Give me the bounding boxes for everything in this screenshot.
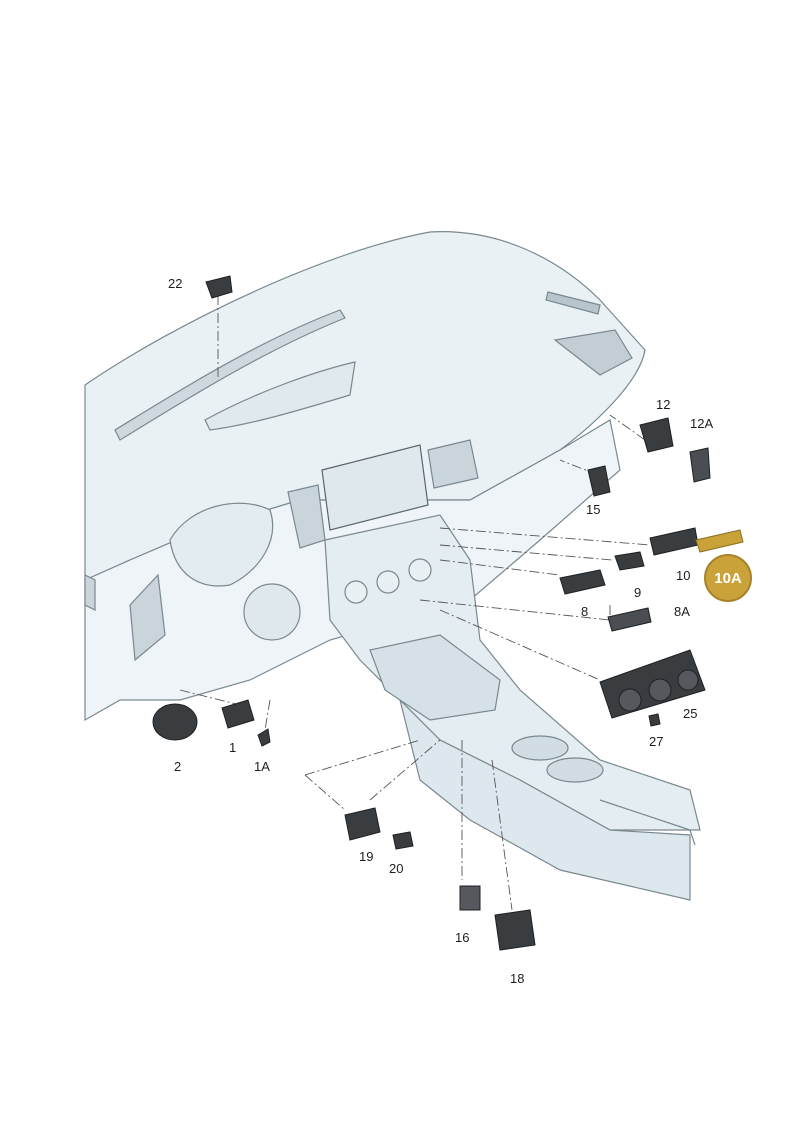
part-10a: [695, 529, 744, 553]
callout-22: 22: [168, 276, 183, 291]
callout-9: 9: [634, 585, 642, 600]
center-vent-right: [427, 439, 479, 489]
callout-8a: 8A: [674, 604, 690, 619]
part-27: [648, 713, 661, 727]
part-8a: [607, 607, 652, 632]
callout-19: 19: [359, 849, 374, 864]
center-vent-left: [287, 484, 326, 549]
dashboard-illustration: [84, 231, 701, 901]
climate-knob-right: [408, 558, 432, 582]
part-25-knob-1: [618, 688, 642, 712]
part-20: [392, 831, 414, 850]
callout-10: 10: [676, 568, 691, 583]
callout-12a: 12A: [690, 416, 714, 431]
callout-25: 25: [683, 706, 698, 721]
callout-10a-highlight: 10A: [704, 554, 752, 602]
callout-16: 16: [455, 930, 470, 945]
part-8: [559, 569, 606, 595]
front-console-edge: [599, 799, 696, 846]
callout-20: 20: [389, 861, 404, 876]
right-vent-upper: [545, 291, 601, 315]
callout-1: 1: [229, 740, 237, 755]
part-9: [614, 551, 645, 571]
part-19: [344, 807, 381, 841]
part-12: [639, 417, 674, 453]
callout-1a: 1A: [254, 759, 270, 774]
steering-column: [243, 583, 301, 641]
callout-18: 18: [510, 971, 525, 986]
climate-knob-mid: [376, 570, 400, 594]
gear-selector-area: [369, 634, 501, 721]
part-12a: [689, 447, 711, 483]
climate-knob-left: [344, 580, 368, 604]
cup-holder-2: [546, 757, 604, 783]
part-25-knob-2: [648, 678, 672, 702]
callout-8: 8: [581, 604, 589, 619]
part-18: [494, 909, 536, 951]
parts: [152, 275, 744, 951]
callout-15: 15: [586, 502, 601, 517]
dashboard-top-surface: [84, 231, 646, 581]
part-1a: [257, 728, 271, 747]
left-vent: [129, 573, 166, 662]
leader-lines: [179, 295, 651, 911]
instrument-cluster: [169, 502, 274, 587]
callout-2: 2: [174, 759, 182, 774]
part-25-knob-3: [677, 669, 699, 691]
defrost-vent: [114, 309, 346, 441]
part-15: [587, 465, 611, 497]
part-16: [459, 885, 481, 911]
left-side-vent: [84, 574, 96, 611]
upper-dash-recess: [204, 361, 356, 431]
center-console: [324, 514, 701, 831]
part-1: [221, 699, 255, 729]
callout-12: 12: [656, 397, 671, 412]
part-10: [649, 527, 699, 556]
callout-27: 27: [649, 734, 664, 749]
infotainment-screen: [321, 444, 429, 531]
cup-holder-1: [511, 735, 569, 761]
part-22: [205, 275, 233, 299]
right-vent: [553, 329, 633, 376]
floor-console: [398, 698, 691, 901]
part-2: [152, 703, 198, 741]
